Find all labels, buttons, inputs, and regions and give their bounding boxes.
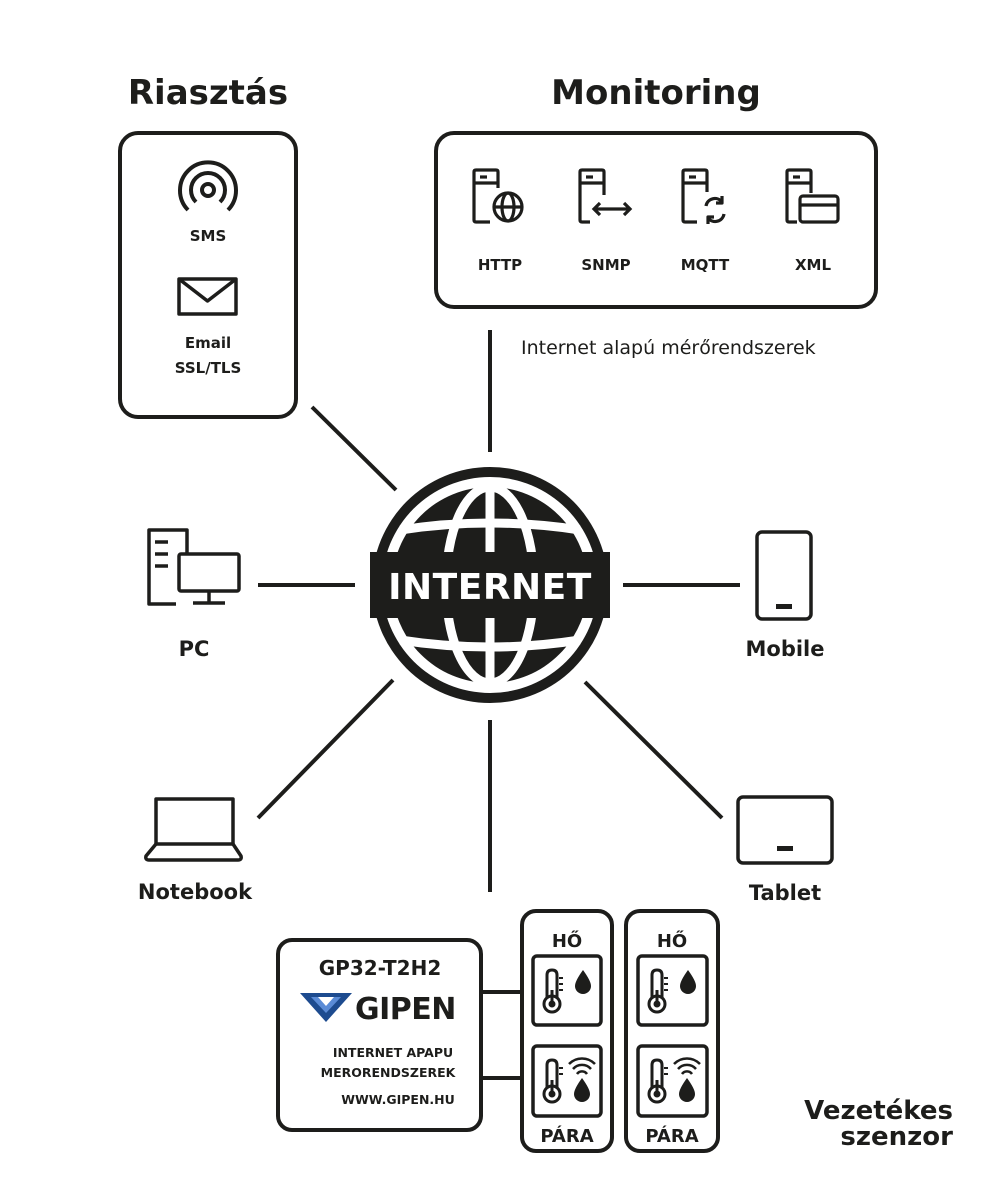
sensor-2-humidity-label: PÁRA: [645, 1125, 698, 1147]
sensor-1-temperature-icon: [542, 968, 563, 1014]
connector-notebook: [256, 678, 395, 820]
monitoring-title: Monitoring: [551, 73, 761, 113]
gipen-description-line2: MERORENDSZEREK: [321, 1065, 457, 1080]
mobile-phone-icon: [755, 530, 813, 621]
sensor-1-temp-label: HŐ: [552, 930, 582, 952]
monitoring-caption: Internet alapú mérőrendszerek: [521, 337, 816, 359]
notebook-laptop-icon: [144, 797, 243, 862]
tablet-label: Tablet: [749, 881, 821, 905]
gipen-website: WWW.GIPEN.HU: [341, 1092, 455, 1107]
sensor-probe-1: [520, 909, 614, 1153]
protocol-label-http: HTTP: [478, 256, 522, 274]
gipen-model-label: GP32-T2H2: [319, 956, 441, 980]
protocol-label-xml: XML: [795, 256, 831, 274]
wired-sensor-label-line2: szenzor: [840, 1122, 953, 1152]
gipen-brand-label: GIPEN: [355, 992, 456, 1027]
connector-alarm: [310, 405, 398, 492]
email-security-label: SSL/TLS: [175, 359, 242, 377]
http-server-globe-icon: [472, 168, 524, 224]
sensor-2-humidity-drop-icon: [679, 1078, 695, 1102]
sensor-1-wifi-icon: [568, 1057, 596, 1075]
sms-label: SMS: [190, 227, 227, 245]
gipen-description-line1: INTERNET APAPU: [333, 1045, 453, 1060]
sensor-2-temperature-icon: [647, 968, 668, 1014]
alarm-box: [118, 131, 298, 419]
connector-tablet: [583, 680, 724, 820]
internet-banner: [370, 552, 610, 618]
sensor-2-temp-label: HŐ: [657, 930, 687, 952]
sensor-1-humidity-icon: [542, 1058, 563, 1104]
sensor-2-humidity-icon: [647, 1058, 668, 1104]
snmp-server-arrows-icon: [578, 168, 633, 224]
sensor-probe-2: [624, 909, 720, 1153]
sensor-1-drop-icon: [575, 970, 591, 994]
tablet-icon: [736, 795, 834, 865]
gipen-logo-icon: [300, 993, 352, 1022]
protocol-label-mqtt: MQTT: [681, 256, 730, 274]
sensor-1-humidity-label: PÁRA: [540, 1125, 593, 1147]
sensor-1-humidity-drop-icon: [574, 1078, 590, 1102]
alarm-title: Riasztás: [128, 73, 288, 113]
notebook-label: Notebook: [138, 880, 253, 904]
internet-label: INTERNET: [388, 567, 592, 608]
xml-server-window-icon: [785, 168, 840, 224]
sms-signal-icon: [178, 160, 238, 212]
email-label: Email: [185, 334, 231, 352]
sensor-2-wifi-icon: [673, 1057, 701, 1075]
mqtt-server-refresh-icon: [681, 168, 726, 224]
protocol-label-snmp: SNMP: [581, 256, 630, 274]
email-envelope-icon: [177, 277, 238, 316]
gipen-device-box: [276, 938, 483, 1132]
pc-computer-icon: [147, 528, 241, 606]
mobile-label: Mobile: [746, 637, 825, 661]
pc-label: PC: [179, 637, 210, 661]
internet-globe-icon: [370, 467, 610, 703]
wired-sensor-label-line1: Vezetékes: [804, 1096, 953, 1126]
monitoring-box: [434, 131, 878, 309]
sensor-2-drop-icon: [680, 970, 696, 994]
